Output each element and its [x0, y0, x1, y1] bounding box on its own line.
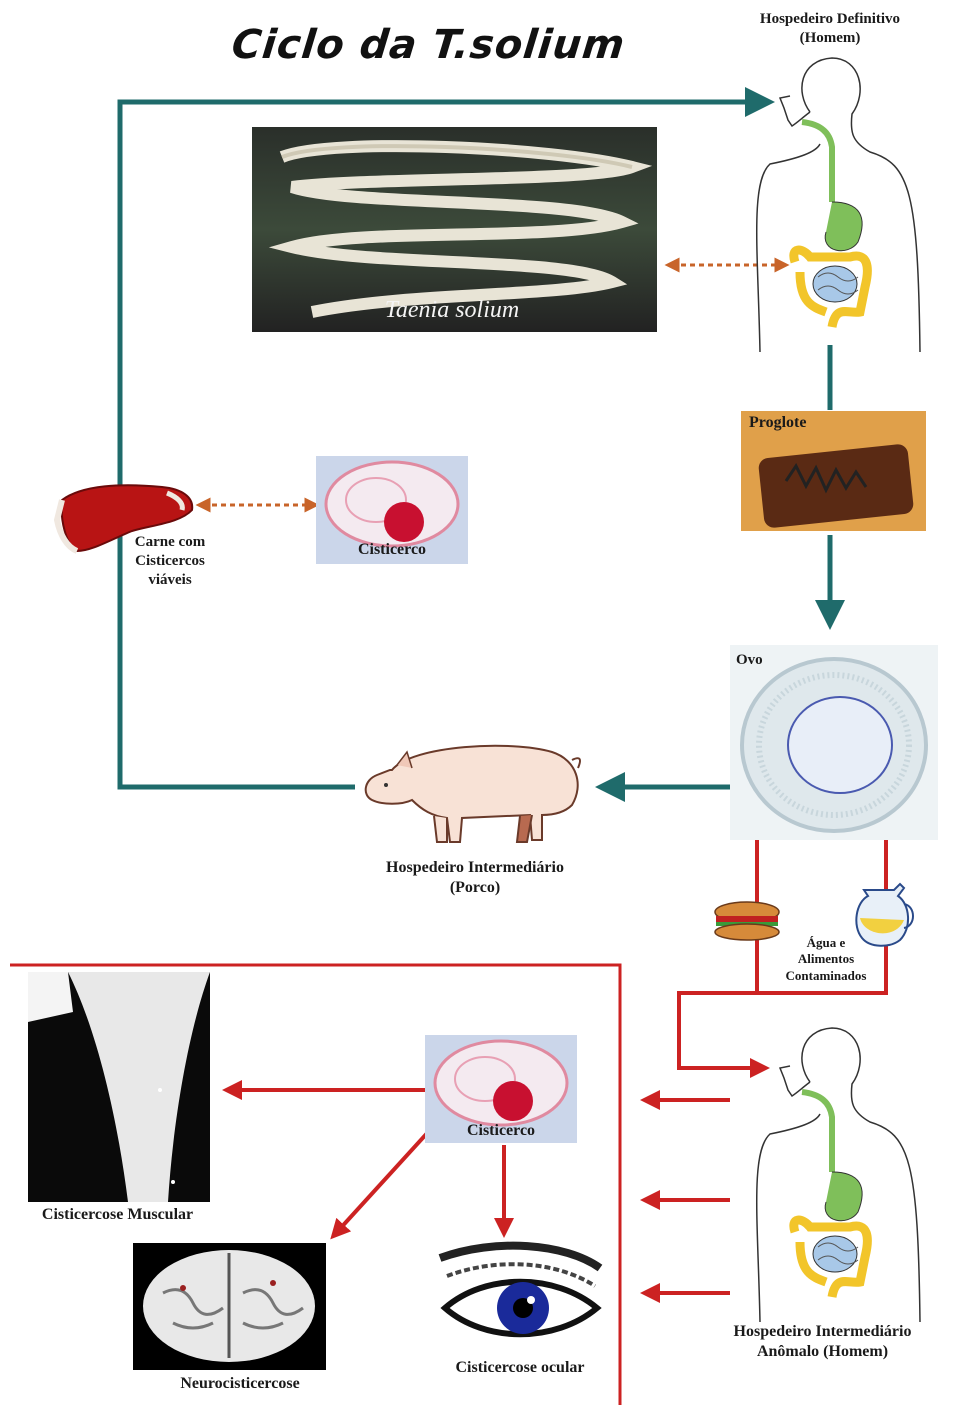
- ovo-label: Ovo: [736, 651, 763, 670]
- definitive-host-label: Hospedeiro Definitivo (Homem): [705, 10, 955, 48]
- human-digestive-figure-icon-anomalous: [740, 1022, 930, 1322]
- pig-icon: [352, 730, 592, 850]
- proglote-photo: Proglote: [741, 411, 926, 531]
- arrow-to-neuro: [337, 1130, 430, 1232]
- cisticerco-photo-top: Cisticerco: [316, 456, 468, 564]
- water-food-label: Água e Alimentos Contaminados: [756, 935, 896, 984]
- pig-label: Hospedeiro Intermediário (Porco): [330, 858, 620, 898]
- egg-photo: Ovo: [730, 645, 938, 840]
- neuro-label: Neurocisticercose: [130, 1374, 350, 1394]
- ocular-label: Cisticercose ocular: [420, 1358, 620, 1378]
- meat-label: Carne com Cisticercos viáveis: [100, 533, 240, 589]
- eye-icon: [435, 1238, 605, 1358]
- muscular-label: Cisticercose Muscular: [10, 1205, 225, 1225]
- proglote-label: Proglote: [749, 413, 806, 433]
- anomalous-host-label: Hospedeiro Intermediário Anômalo (Homem): [690, 1322, 955, 1362]
- cisticerco-photo-bottom: Cisticerco: [425, 1035, 577, 1143]
- human-digestive-figure-icon: [740, 52, 930, 352]
- muscular-xray-photo: [28, 972, 210, 1202]
- brain-mri-photo: [133, 1243, 326, 1370]
- taenia-label: Taenia solium: [332, 295, 572, 325]
- taenia-photo: Taenia solium: [252, 127, 657, 332]
- cisticerco-top-label: Cisticerco: [316, 540, 468, 560]
- cisticerco-bottom-label: Cisticerco: [425, 1121, 577, 1141]
